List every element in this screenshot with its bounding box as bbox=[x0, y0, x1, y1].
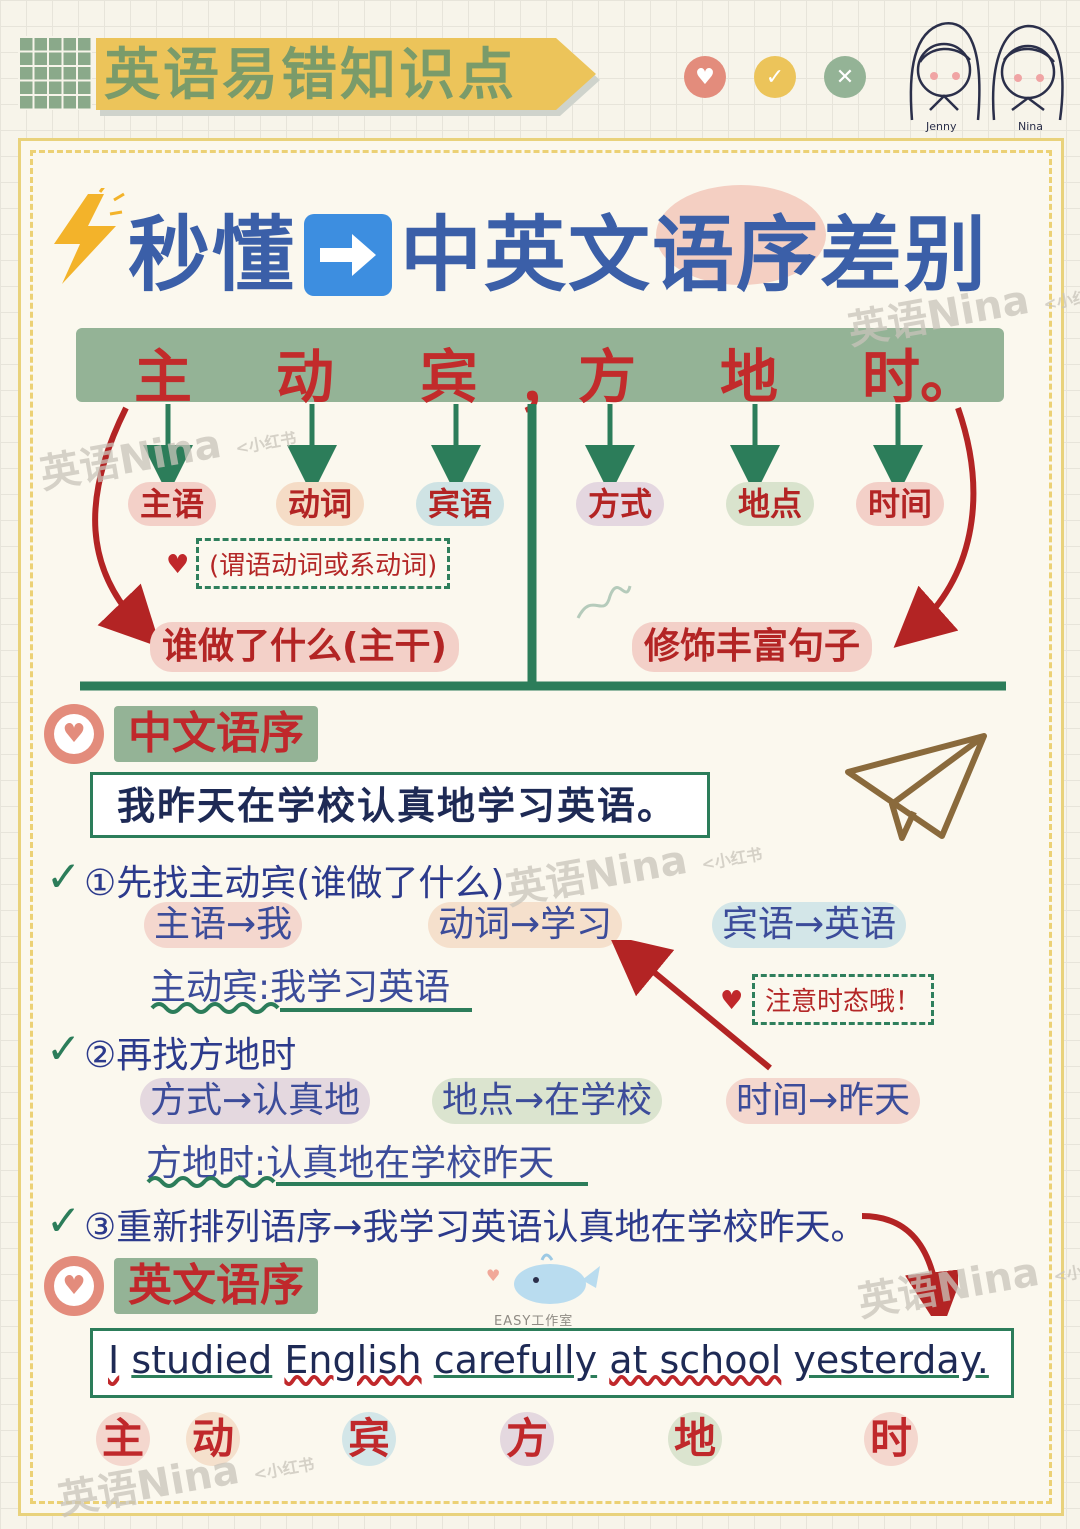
pill-verb: 动词 bbox=[276, 482, 365, 526]
tag-manner: 方式→认真地 bbox=[140, 1078, 371, 1124]
predicate-note: (谓语动词或系动词) bbox=[196, 538, 451, 589]
step-1-result-label: 主动宾: bbox=[150, 967, 271, 1008]
bottom-label-place: 地 bbox=[668, 1412, 722, 1466]
bottom-label-subject: 主 bbox=[96, 1412, 150, 1466]
section-heart-badge: ♥ bbox=[44, 1256, 104, 1316]
order-word-object: 宾 bbox=[420, 343, 479, 411]
content-card-dashed-border bbox=[30, 150, 1052, 1504]
heart-icon: ♥ bbox=[486, 1266, 501, 1285]
close-icon: ✕ bbox=[835, 64, 855, 90]
check-button[interactable]: ✓ bbox=[754, 56, 796, 98]
bottom-label-manner: 方 bbox=[500, 1412, 554, 1466]
tense-arrow bbox=[610, 940, 772, 1071]
chinese-order-label: 中文语序 bbox=[114, 706, 318, 762]
avatar-name-jenny: Jenny bbox=[925, 120, 957, 133]
step-2-result-value: 认真地在学校昨天 bbox=[266, 1143, 555, 1184]
english-order-label: 英文语序 bbox=[114, 1258, 318, 1314]
studio-label: EASY工作室 bbox=[494, 1314, 574, 1329]
bottom-label-verb: 动 bbox=[186, 1412, 240, 1466]
whale-icon bbox=[514, 1253, 600, 1304]
tag-subject: 主语→我 bbox=[144, 902, 303, 948]
tense-note: 注意时态哦！ bbox=[752, 974, 935, 1025]
english-sentence-box bbox=[90, 1328, 1014, 1398]
pill-subject: 主语 bbox=[128, 482, 217, 526]
word-verb: studied bbox=[131, 1338, 273, 1382]
grid-icon bbox=[18, 36, 92, 110]
order-word-manner: 方 bbox=[578, 343, 637, 411]
avatar-illustration: Jenny Nina bbox=[909, 22, 1064, 133]
order-diagram-arrows bbox=[80, 404, 1006, 691]
check-icon: ✓ bbox=[46, 1196, 82, 1245]
heart-icon: ♥ bbox=[720, 986, 744, 1016]
page-title: 英语易错知识点 bbox=[104, 43, 517, 108]
english-sentence: I studied English carefully at school ye… bbox=[108, 1338, 989, 1382]
step-2-result: 方地时:认真地在学校昨天 bbox=[146, 1134, 554, 1186]
group-label-modifier: 修饰丰富句子 bbox=[632, 622, 873, 672]
order-word-place: 地 bbox=[720, 343, 779, 411]
step-1: ①先找主动宾(谁做了什么) bbox=[84, 863, 505, 904]
step-2-underline bbox=[146, 1176, 588, 1188]
word-subject: I bbox=[108, 1338, 120, 1382]
heart-button[interactable]: ♥ bbox=[684, 56, 726, 98]
step-3: ③重新排列语序→我学习英语认真地在学校昨天。 bbox=[84, 1207, 867, 1248]
group-label-main: 谁做了什么(主干) bbox=[150, 622, 459, 672]
section-heart-badge: ♥ bbox=[44, 704, 104, 764]
check-icon: ✓ bbox=[765, 64, 785, 90]
main-title-right: 中英文语序差别 bbox=[400, 208, 989, 303]
word-object: English bbox=[284, 1338, 422, 1382]
tag-object: 宾语→英语 bbox=[712, 902, 907, 948]
pill-time: 时间 bbox=[856, 482, 945, 526]
title-highlight bbox=[656, 185, 826, 285]
word-manner: carefully bbox=[433, 1338, 598, 1382]
word-place: at school bbox=[609, 1338, 782, 1382]
heart-icon: ♥ bbox=[54, 1266, 94, 1306]
check-icon: ✓ bbox=[46, 852, 82, 901]
main-title-left: 秒懂 bbox=[128, 208, 297, 303]
tag-time: 时间→昨天 bbox=[726, 1078, 921, 1124]
heart-icon: ♥ bbox=[695, 64, 715, 90]
step-3-arrow bbox=[861, 1213, 958, 1316]
check-icon: ✓ bbox=[46, 1024, 82, 1073]
pill-object: 宾语 bbox=[416, 482, 505, 526]
main-title: 秒懂 中英文语序差别 bbox=[128, 188, 988, 307]
lightning-icon bbox=[54, 188, 125, 284]
order-word-subject: 主 bbox=[134, 343, 193, 411]
right-arrow-icon bbox=[304, 213, 393, 296]
heart-icon: ♥ bbox=[54, 714, 94, 754]
bottom-label-object: 宾 bbox=[342, 1412, 396, 1466]
bottom-label-time: 时 bbox=[864, 1412, 918, 1466]
tag-place: 地点→在学校 bbox=[432, 1078, 663, 1124]
paper-plane-icon bbox=[845, 733, 987, 841]
close-button[interactable]: ✕ bbox=[824, 56, 866, 98]
step-1-result: 主动宾:我学习英语 bbox=[150, 958, 450, 1010]
chinese-sentence-box: 我昨天在学校认真地学习英语。 bbox=[90, 772, 710, 838]
avatar-name-nina: Nina bbox=[1018, 120, 1043, 133]
order-word-time: 时。 bbox=[862, 343, 979, 411]
title-banner bbox=[96, 38, 596, 110]
pill-place: 地点 bbox=[726, 482, 815, 526]
order-word-verb: 动 bbox=[276, 343, 335, 411]
step-2-result-label: 方地时: bbox=[146, 1143, 267, 1184]
step-2: ②再找方地时 bbox=[84, 1035, 297, 1076]
tag-verb: 动词→学习 bbox=[428, 902, 623, 948]
step-1-result-value: 我学习英语 bbox=[270, 967, 451, 1008]
heart-icon: ♥ bbox=[166, 550, 190, 580]
chinese-sentence: 我昨天在学校认真地学习英语。 bbox=[117, 784, 678, 828]
word-time: yesterday. bbox=[793, 1338, 989, 1382]
pill-manner: 方式 bbox=[576, 482, 665, 526]
word-order-bar bbox=[76, 328, 1004, 402]
step-1-underline bbox=[150, 1002, 472, 1014]
